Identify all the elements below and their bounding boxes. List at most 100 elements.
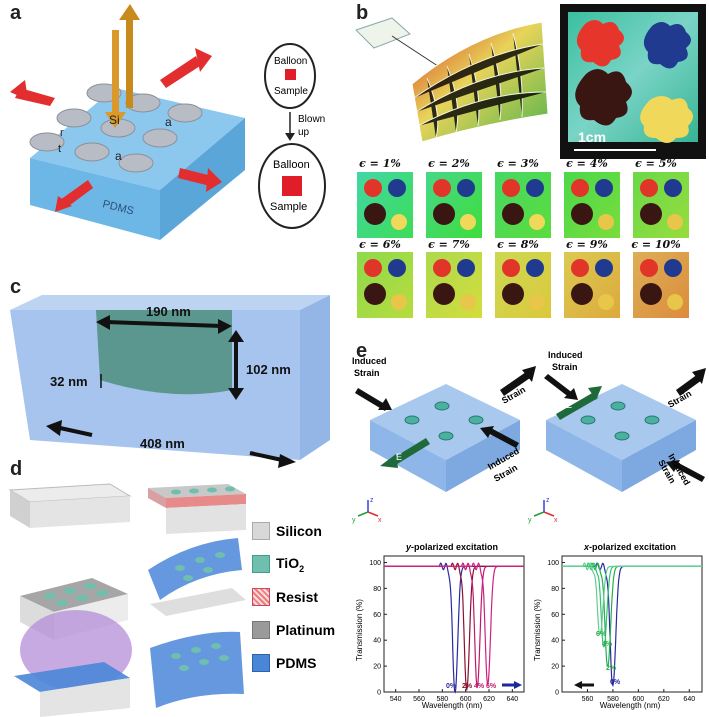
- right-pillars: [580, 401, 660, 441]
- right-strain-arrow-br: [672, 461, 705, 482]
- right-strain-arrow-tr: [676, 374, 702, 396]
- chart-0-ytick-label: 40: [373, 638, 381, 645]
- chart-1-series-6pct: [562, 562, 702, 636]
- strain-photo-flower-dark: [502, 283, 524, 305]
- strain-label-6: ϵ = 6%: [359, 238, 401, 251]
- dim-height-label: 102 nm: [246, 362, 291, 377]
- chart-0-ytick-label: 60: [373, 612, 381, 619]
- chart-x-ann-2: 2%: [606, 665, 617, 672]
- strain-label-5: ϵ = 5%: [635, 157, 677, 170]
- left-strain-head-br: [480, 426, 494, 438]
- strain-label-3: ϵ = 3%: [497, 157, 539, 170]
- step2-pillars: [171, 486, 235, 495]
- strain-photo-bg: [495, 172, 551, 238]
- strain-photo-3: [495, 172, 551, 238]
- strain-label-1: ϵ = 1%: [359, 157, 401, 170]
- strain-photo-flower-blue: [595, 179, 613, 197]
- flower-blue: [643, 22, 691, 69]
- a-label-1: a: [165, 115, 172, 129]
- dim-top-label: 190 nm: [146, 304, 191, 319]
- strain-label-4: ϵ = 4%: [566, 157, 608, 170]
- left-strain-arrow-br: [486, 427, 519, 448]
- strain-photo-7: [426, 252, 482, 318]
- strain-photo-bg: [564, 252, 620, 318]
- strain-photo-bg: [426, 252, 482, 318]
- step5-pdms: [14, 662, 130, 692]
- right-induced-tl: Induced: [548, 350, 583, 360]
- right-strain-head-tl: [564, 388, 578, 400]
- strain-photo-flower-blue: [457, 259, 475, 277]
- chart-x-frame: [561, 555, 703, 693]
- strain-photo-flower-red: [640, 259, 658, 277]
- strain-photo-flower-red: [433, 179, 451, 197]
- strain-photo-bg: [495, 252, 551, 318]
- step2-resist-front: [166, 494, 246, 508]
- legend-swatch-silicon: [252, 522, 270, 540]
- reflected-beam: [126, 18, 133, 108]
- right-strain-tl: Strain: [552, 362, 578, 372]
- strain-label-10: ϵ = 10%: [631, 238, 681, 251]
- left-strain-arrow-tr: [500, 372, 530, 396]
- strain-photo-flower-red: [640, 179, 658, 197]
- dim-top-head-l: [96, 315, 110, 330]
- chart-0-ytick-label: 80: [373, 586, 381, 593]
- strain-photo-4: [564, 172, 620, 238]
- left-block-top: [370, 384, 520, 460]
- strain-photo-10: [633, 252, 689, 318]
- dim-height-head-b: [228, 388, 244, 400]
- left-strain-head-tr: [522, 366, 536, 382]
- axes-triad-left: z x y: [352, 497, 382, 524]
- blown-label-2: up: [298, 127, 310, 138]
- strain-arrows: [10, 48, 222, 212]
- legend-label-resist: Resist: [276, 589, 319, 605]
- legend-label-tio2-sub: 2: [299, 563, 305, 574]
- blown-arrow-head: [285, 133, 295, 141]
- chart-1-series-0pct: [562, 562, 702, 688]
- strain-photo-flower-dark: [502, 203, 524, 225]
- sample-large-label: Sample: [270, 201, 307, 213]
- materials-legend: Silicon TiO2 Resist Platinum PDMS: [252, 520, 348, 674]
- chart-1-xtick-label: 600: [633, 696, 645, 703]
- dim-width-label: 408 nm: [140, 436, 185, 451]
- dim-width-line-r: [249, 451, 283, 462]
- step6-pdms: [150, 631, 244, 708]
- r-label: r: [60, 127, 64, 139]
- a-label-2: a: [115, 149, 122, 163]
- strain-photo-flower-yellow: [391, 294, 407, 310]
- transmission-chart-x: x-polarized excitation Wavelength (nm) T…: [533, 542, 703, 710]
- chart-x-shift-arrow-head: [574, 681, 582, 689]
- photo-sample: 1cm: [568, 12, 698, 151]
- legend-swatch-resist: [252, 588, 270, 606]
- strain-photo-flower-yellow: [529, 214, 545, 230]
- strain-label-2: ϵ = 2%: [428, 157, 470, 170]
- step3-pillars: [44, 583, 108, 606]
- left-e-head: [380, 454, 398, 468]
- legend-item-silicon: Silicon: [252, 520, 348, 542]
- chart-1-ytick-label: 40: [551, 638, 559, 645]
- strain-photo-bg: [633, 172, 689, 238]
- legend-item-resist: Resist: [252, 586, 348, 608]
- dim-height-head-t: [228, 330, 244, 342]
- axes-triad-right: z x y: [528, 497, 558, 524]
- strain-photo-flower-dark: [364, 283, 386, 305]
- balloon-small: [264, 43, 316, 109]
- chart-0-xtick-label: 580: [436, 696, 448, 703]
- strain-photo-2: [426, 172, 482, 238]
- strain-label-9: ϵ = 9%: [566, 238, 608, 251]
- chart-1-xtick-label: 580: [607, 696, 619, 703]
- chart-x-title: x-polarized excitation: [583, 542, 676, 552]
- strain-photo-flower-red: [571, 179, 589, 197]
- step3-top: [20, 578, 128, 612]
- step4-base: [150, 588, 246, 616]
- pdms-block-front: [30, 158, 160, 240]
- legend-swatch-platinum: [252, 621, 270, 639]
- strain-photo-flower-blue: [595, 259, 613, 277]
- chart-y-ann-2: 4%: [474, 683, 485, 690]
- right-strain-head-tr: [692, 368, 706, 384]
- strain-photo-flower-blue: [388, 259, 406, 277]
- right-strain-head-br: [666, 460, 680, 472]
- chart-0-ytick-label: 0: [377, 690, 381, 697]
- chart-0-xtick-label: 600: [460, 696, 472, 703]
- chart-1-series-4pct: [562, 562, 702, 648]
